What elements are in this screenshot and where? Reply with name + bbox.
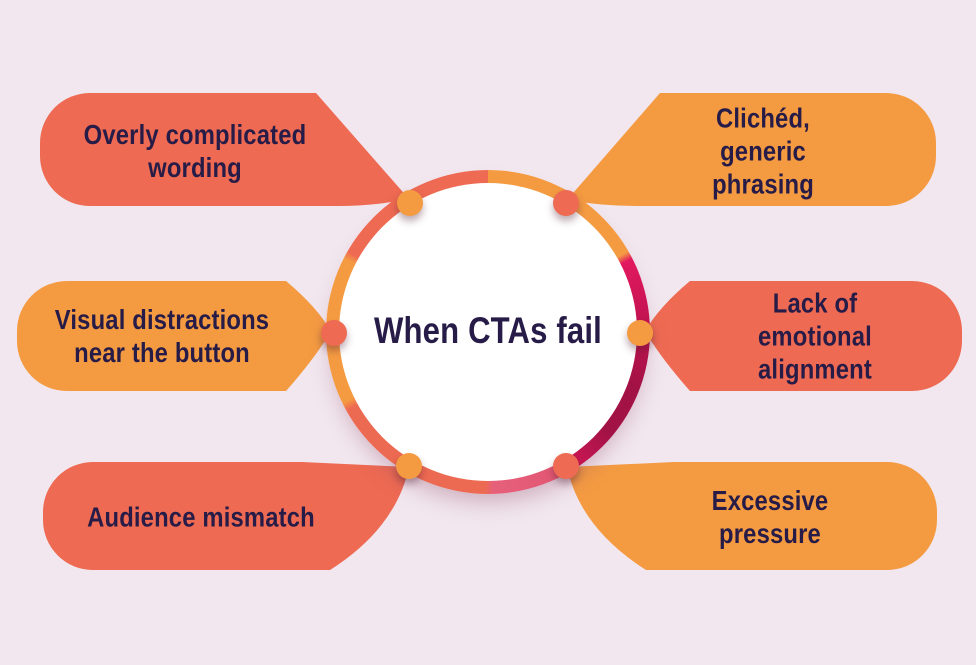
- connector-dot-middle-right: [627, 320, 653, 346]
- bubble-excessive-pressure: [567, 462, 937, 570]
- bubble-label-cliched-generic-phrasing: Clichéd, generic phrasing: [712, 102, 814, 200]
- bubble-audience-mismatch: [43, 462, 409, 570]
- connector-dot-bottom-right: [553, 453, 579, 479]
- bubble-label-audience-mismatch: Audience mismatch: [87, 501, 315, 533]
- connector-dot-bottom-left: [396, 453, 422, 479]
- bubble-lack-of-emotional-alignment: [645, 281, 962, 391]
- connector-dot-top-right: [553, 190, 579, 216]
- bubble-label-excessive-pressure: Excessive pressure: [711, 484, 829, 549]
- bubble-cliched-generic-phrasing: [567, 93, 936, 206]
- bubble-overly-complicated-wording: [40, 93, 409, 206]
- bubble-label-overly-complicated-wording: Overly complicated wording: [83, 118, 307, 183]
- center-circle: [339, 183, 637, 481]
- connector-dot-middle-left: [321, 320, 347, 346]
- bubble-visual-distractions: [17, 281, 331, 391]
- bubble-label-visual-distractions: Visual distractions near the button: [54, 303, 270, 368]
- connector-dot-top-left: [397, 190, 423, 216]
- center-title: When CTAs fail: [374, 310, 602, 351]
- bubble-label-lack-of-emotional-alignment: Lack of emotional alignment: [758, 287, 872, 385]
